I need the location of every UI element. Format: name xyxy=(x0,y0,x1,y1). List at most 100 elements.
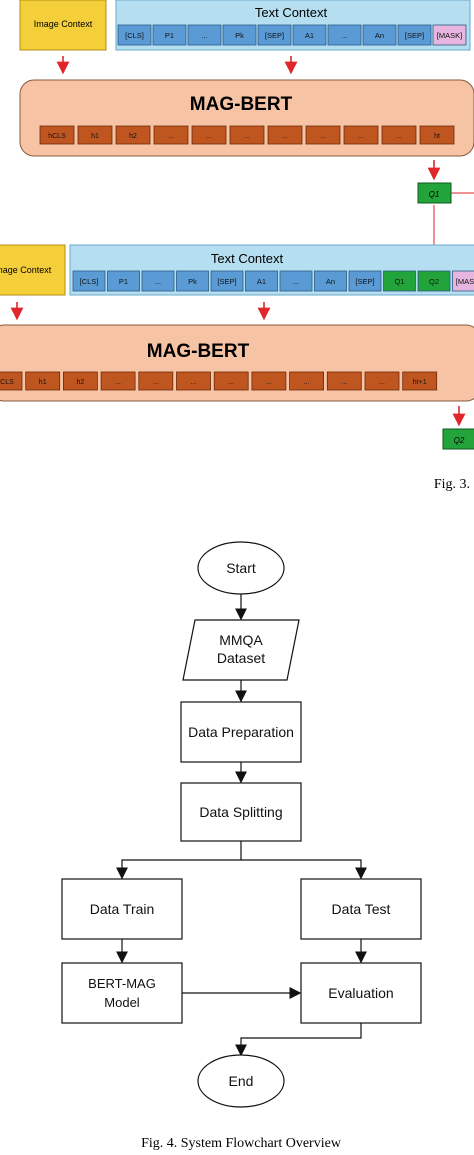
hidden-state-label: hCLS xyxy=(0,379,14,386)
dataset-io xyxy=(182,619,300,681)
token-cell xyxy=(383,270,416,292)
token-cell xyxy=(176,270,209,292)
token-cell xyxy=(432,24,467,46)
hidden-state-label: ... xyxy=(153,379,159,386)
arrow-split-to-test xyxy=(241,859,367,880)
token-cell xyxy=(222,24,257,46)
token-cell xyxy=(452,270,474,292)
hidden-state-label: ... xyxy=(282,133,288,140)
hidden-state-label: ... xyxy=(358,133,364,140)
token-cell xyxy=(72,270,106,292)
hidden-state-cell xyxy=(267,125,303,145)
hidden-state-label: ... xyxy=(168,133,174,140)
model-label-line2: Model xyxy=(104,995,140,1010)
hidden-state-label: h1 xyxy=(39,379,47,386)
arrow-eval-to-end xyxy=(235,1023,362,1057)
hidden-state-label: ht+1 xyxy=(413,379,427,386)
hidden-state-cell xyxy=(63,371,98,391)
image-context-label: Image Context xyxy=(0,265,52,275)
token-cell xyxy=(117,24,152,46)
end-terminal xyxy=(197,1054,285,1108)
hidden-state-cell xyxy=(39,125,75,145)
token-label: [SEP] xyxy=(217,277,236,286)
test-label: Data Test xyxy=(332,901,391,917)
hidden-state-label: h1 xyxy=(91,133,99,140)
model-label-line1: BERT-MAG xyxy=(88,976,156,991)
evaluation-box xyxy=(300,962,422,1024)
hidden-state-cell xyxy=(100,371,136,391)
token-label: Q1 xyxy=(394,277,404,286)
model-title: MAG-BERT xyxy=(147,341,250,362)
hidden-state-cell xyxy=(191,125,227,145)
hidden-state-label: ... xyxy=(320,133,326,140)
hidden-state-label: h2 xyxy=(77,379,85,386)
hidden-state-cell xyxy=(0,371,23,391)
start-label: Start xyxy=(226,560,256,576)
hidden-state-cell xyxy=(343,125,379,145)
token-cell xyxy=(362,24,397,46)
hidden-state-label: ... xyxy=(115,379,121,386)
token-label: Q2 xyxy=(429,277,439,286)
token-cell xyxy=(152,24,187,46)
hidden-state-label: ... xyxy=(341,379,347,386)
hidden-state-cell xyxy=(176,371,211,391)
token-label: An xyxy=(326,277,335,286)
data-test-box xyxy=(300,878,422,940)
hidden-state-cell xyxy=(213,371,249,391)
token-cell xyxy=(292,24,327,46)
token-label: Pk xyxy=(235,31,244,40)
fig4-labels: Start MMQA Dataset Data Preparation Data… xyxy=(88,560,394,1089)
token-cell xyxy=(327,24,362,46)
token-cell xyxy=(245,270,278,292)
hidden-state-cell xyxy=(251,371,287,391)
hidden-state-label: ... xyxy=(191,379,197,386)
token-label: P1 xyxy=(165,31,174,40)
token-label: A1 xyxy=(257,277,266,286)
end-label: End xyxy=(229,1073,254,1089)
hidden-state-label: ... xyxy=(206,133,212,140)
hidden-state-cell xyxy=(364,371,400,391)
hidden-state-label: hCLS xyxy=(48,133,66,140)
token-cell xyxy=(314,270,347,292)
token-label: ... xyxy=(201,31,207,40)
token-label: ... xyxy=(293,277,299,286)
image-context-box xyxy=(0,244,66,296)
hidden-state-cell xyxy=(305,125,341,145)
token-label: [SEP] xyxy=(265,31,284,40)
image-context-box xyxy=(19,0,107,51)
data-preparation-box xyxy=(180,701,302,763)
output-q2 xyxy=(442,428,474,450)
token-label: ... xyxy=(341,31,347,40)
output-q2-label: Q2 xyxy=(454,436,465,445)
token-label: [MASK] xyxy=(437,31,462,40)
dataset-label-line2: Dataset xyxy=(217,650,265,666)
token-cell xyxy=(210,270,244,292)
dataset-label-line1: MMQA xyxy=(219,632,263,648)
fig4-caption: Fig. 4. System Flowchart Overview xyxy=(141,1136,342,1151)
model-title: MAG-BERT xyxy=(190,94,293,115)
token-label: [SEP] xyxy=(355,277,374,286)
hidden-state-label: h2 xyxy=(129,133,137,140)
hidden-state-label: ... xyxy=(228,379,234,386)
image-context-label: Image Context xyxy=(34,19,93,29)
fig3-caption: Fig. 3. xyxy=(434,477,470,492)
train-label: Data Train xyxy=(90,901,155,917)
hidden-state-label: ... xyxy=(304,379,310,386)
hidden-state-cell xyxy=(77,125,113,145)
hidden-state-cell xyxy=(289,371,325,391)
token-label: An xyxy=(375,31,384,40)
fig3-row1: Image Context Text Context [CLS]P1...Pk[… xyxy=(19,0,474,270)
token-cell xyxy=(348,270,382,292)
hidden-state-cell xyxy=(402,371,438,391)
bert-mag-model-box xyxy=(61,962,183,1024)
token-label: [MASK] xyxy=(456,277,474,286)
hidden-state-cell xyxy=(381,125,417,145)
token-cell xyxy=(417,270,451,292)
fig4-flowchart xyxy=(61,541,422,1108)
hidden-state-label: ht xyxy=(434,133,440,140)
token-label: [CLS] xyxy=(80,277,99,286)
text-context-label: Text Context xyxy=(255,5,328,20)
